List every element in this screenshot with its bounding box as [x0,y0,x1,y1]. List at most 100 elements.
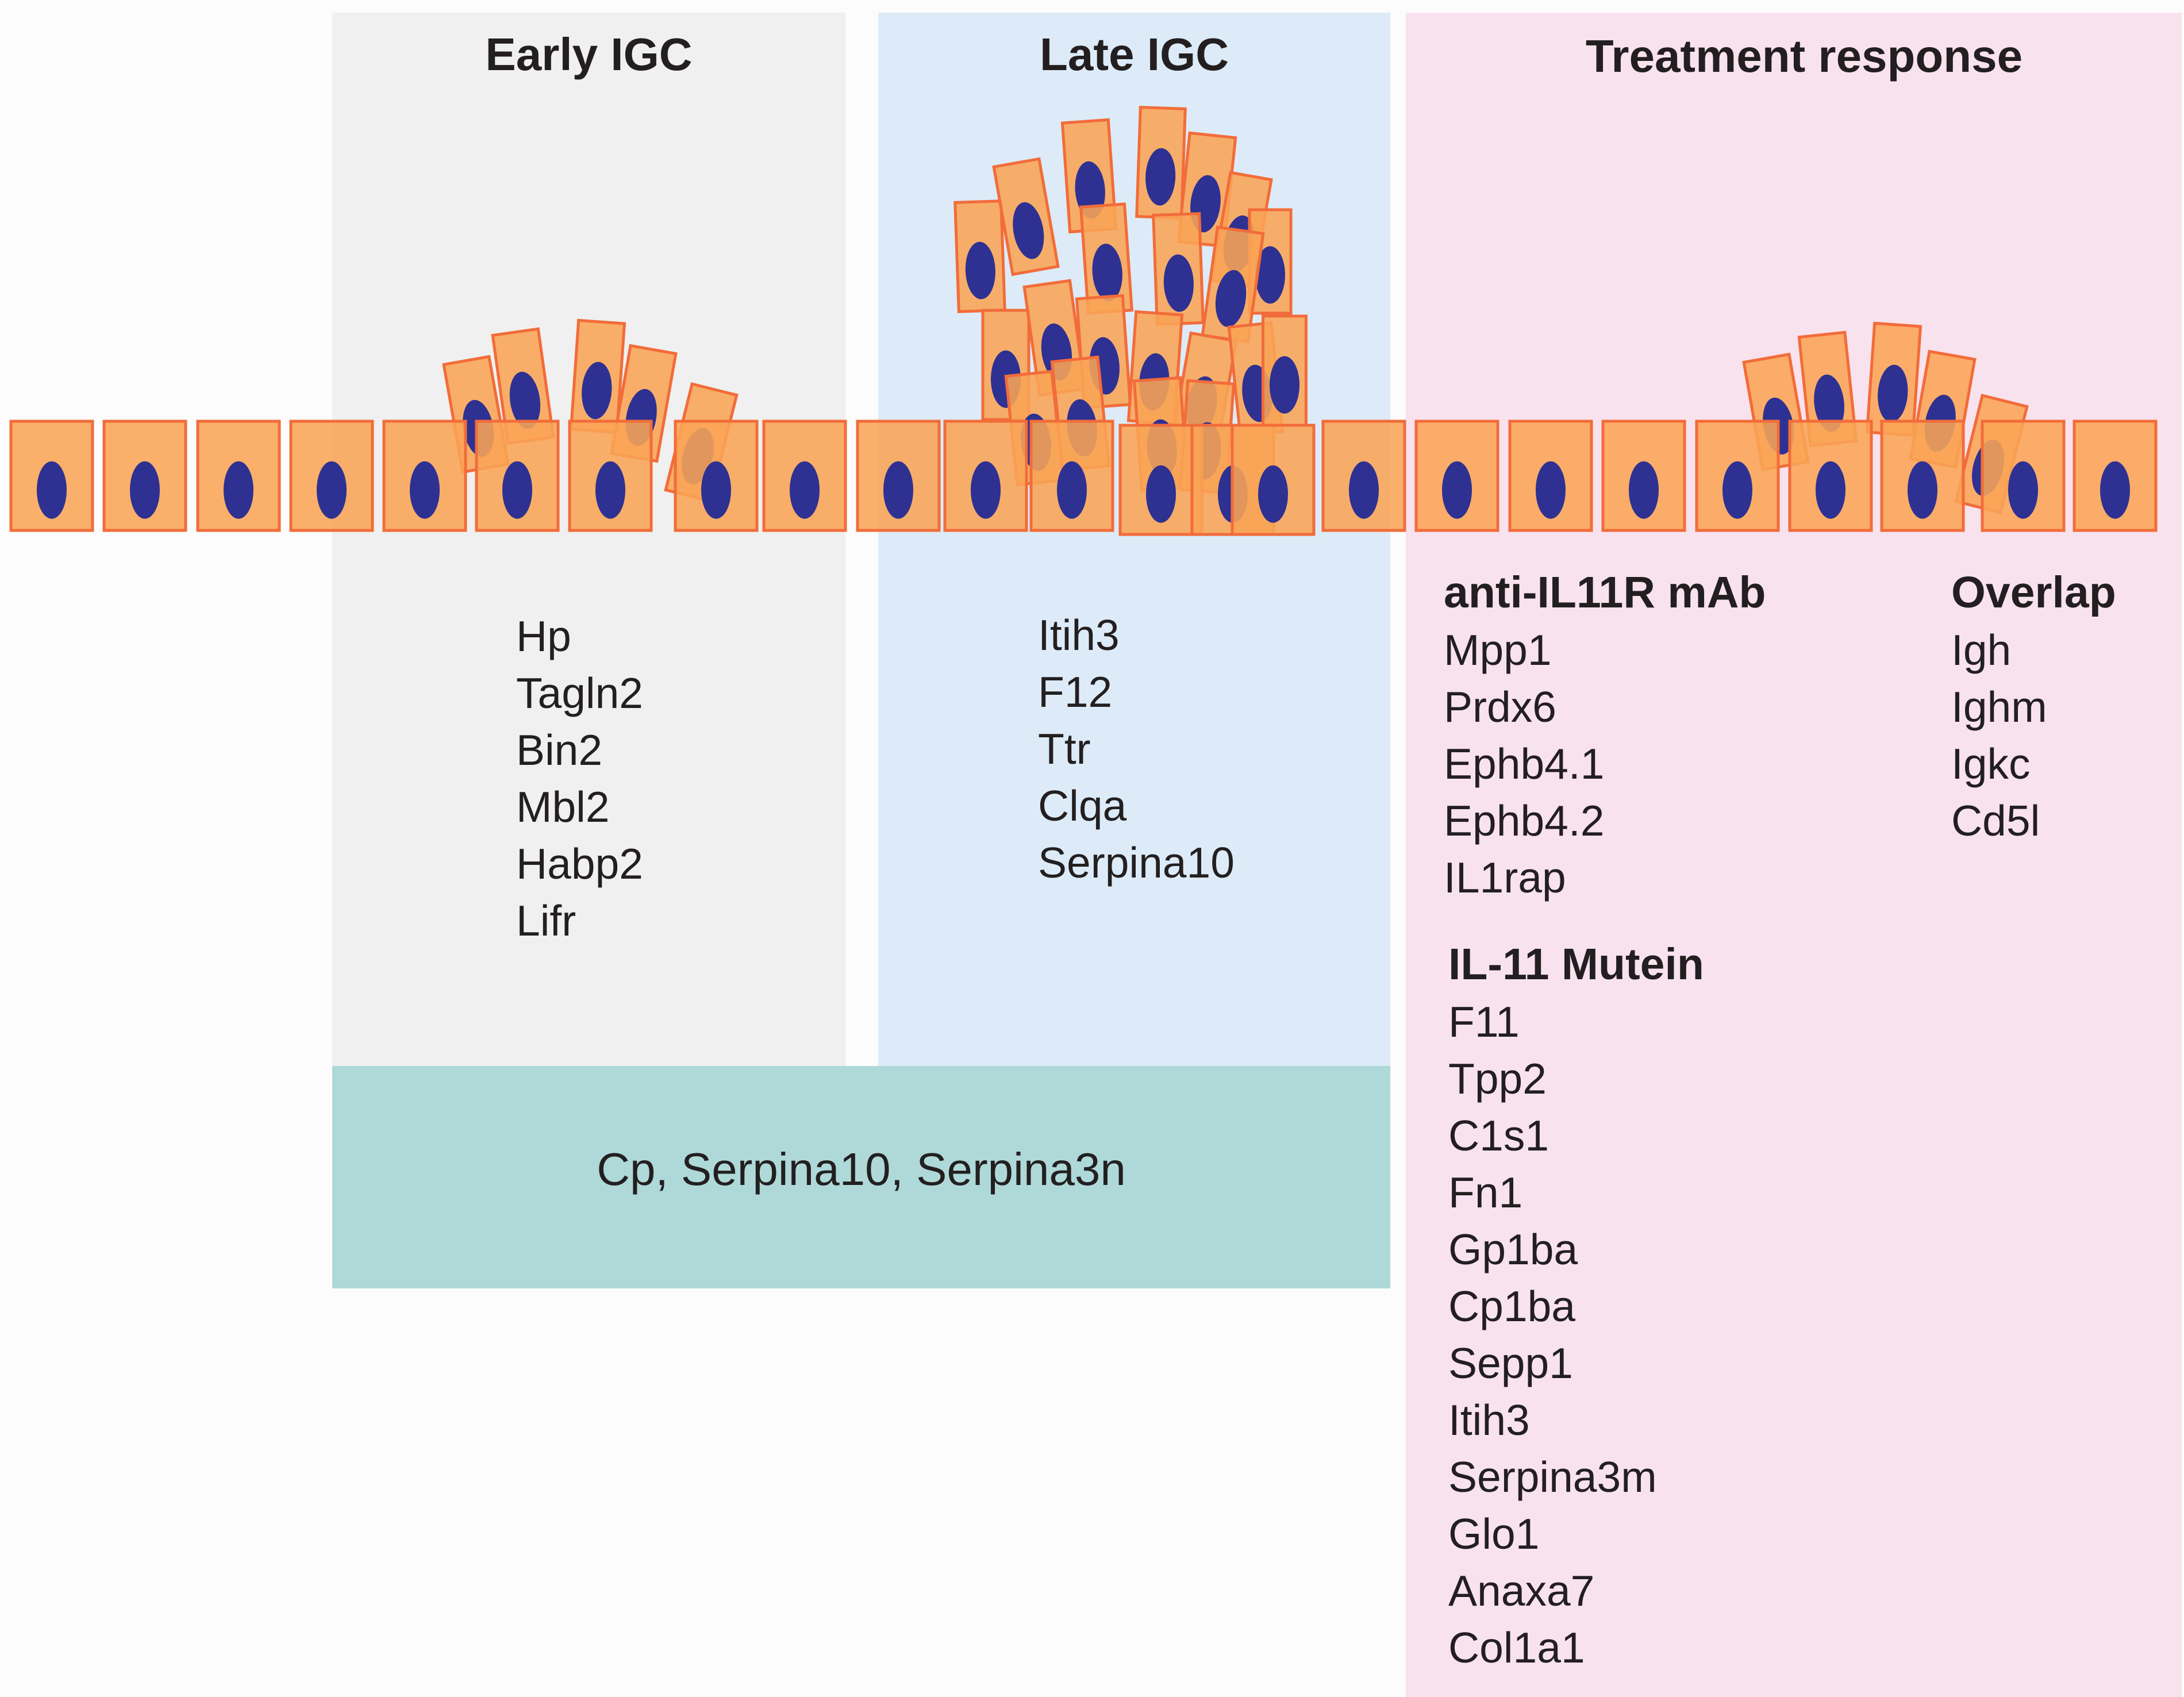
gene-item: Bin2 [516,726,603,774]
nucleus-icon [317,461,347,519]
overlap-gene-list: Igh Ighm Igkc Cd5l [1951,622,2047,849]
gene-item: Cd5l [1951,796,2040,845]
nucleus-icon [1258,465,1288,523]
gene-item: Fn1 [1448,1168,1523,1217]
gene-item: Tagln2 [516,669,644,717]
epithelial-cell-icon [196,420,281,532]
nucleus-icon [701,461,731,519]
epithelial-cell-icon [491,327,555,445]
epithelial-cell-icon [1865,321,1922,437]
nucleus-icon [2008,461,2038,519]
gene-item: Tpp2 [1448,1055,1547,1103]
gene-item: IL1rap [1444,853,1566,902]
epithelial-cell-icon [569,318,626,434]
shared-genes-box [332,1066,1390,1288]
early-igc-gene-list: Hp Tagln2 Bin2 Mbl2 Habp2 Lifr [516,608,643,949]
cell-layer [9,106,2158,536]
epithelial-cell-icon [475,420,560,532]
gene-item: Col1a1 [1448,1623,1585,1672]
treatment-response-panel [1406,13,2182,1697]
epithelial-cell-icon [992,157,1060,276]
epithelial-cell-icon [9,420,94,532]
gene-item: Prdx6 [1444,683,1556,731]
gene-item: Ephb4.1 [1444,740,1605,788]
nucleus-icon [1629,461,1659,519]
nucleus-icon [224,461,253,519]
gene-item: Ephb4.2 [1444,796,1605,845]
epithelial-cell-icon [102,420,187,532]
epithelial-cell-icon [568,420,653,532]
nucleus-icon [502,461,532,519]
shared-genes-label: Cp, Serpina10, Serpina3n [597,1144,1126,1195]
cell-body [762,420,847,532]
treatment-response-title: Treatment response [1585,30,2023,82]
nucleus-icon [1146,465,1176,523]
anti-il11r-gene-list: Mpp1 Prdx6 Ephb4.1 Ephb4.2 IL1rap [1444,622,1604,906]
nucleus-icon [1908,461,1937,519]
gene-item: F12 [1038,668,1113,716]
nucleus-icon [582,361,612,420]
epithelial-cell-icon [1695,420,1780,532]
epithelial-cell-icon [1152,212,1205,326]
gene-item: Serpina3m [1448,1453,1657,1501]
nucleus-icon [883,461,913,519]
nucleus-icon [1816,461,1845,519]
epithelial-cell-icon [943,420,1028,532]
nucleus-icon [1145,148,1176,206]
nucleus-icon [1349,461,1379,519]
epithelial-cell-icon [1797,330,1858,448]
gene-item: Serpina10 [1038,838,1235,887]
nucleus-icon [1270,356,1299,414]
nucleus-icon [790,461,820,519]
il11-mutein-heading: IL-11 Mutein [1448,940,1704,989]
epithelial-cell-icon [2073,420,2158,532]
epithelial-cell-icon [1601,420,1686,532]
nucleus-icon [2100,461,2130,519]
epithelial-cell-icon [289,420,374,532]
nucleus-icon [1255,246,1285,304]
gene-item: Cp1ba [1448,1282,1576,1330]
gene-item: Itih3 [1448,1396,1530,1444]
nucleus-icon [1442,461,1472,519]
gene-item: Igh [1951,626,2012,674]
gene-item: Igkc [1951,740,2031,788]
gene-item: Mpp1 [1444,626,1552,674]
nucleus-icon [595,461,625,519]
nucleus-icon [1215,270,1247,328]
gene-item: Gp1ba [1448,1225,1578,1273]
cell-body [943,420,1028,532]
epithelial-cell-icon [674,420,759,532]
epithelial-cell-icon [1118,424,1203,536]
nucleus-icon [1163,254,1194,312]
early-igc-title: Early IGC [485,29,693,80]
gene-item: Anaxa7 [1448,1567,1595,1615]
epithelial-cell-icon [1029,420,1114,532]
epithelial-cell-icon [953,199,1006,313]
nucleus-icon [1057,461,1087,519]
nucleus-icon [965,241,995,299]
epithelial-cell-icon [1880,420,1965,532]
epithelial-cell-icon [1262,314,1308,427]
gene-item: Ighm [1951,683,2047,731]
overlap-heading: Overlap [1951,568,2116,617]
nucleus-icon [1536,461,1566,519]
epithelial-cell-icon [382,420,467,532]
il11-mutein-gene-list: F11 Tpp2 C1s1 Fn1 Gp1ba Cp1ba Sepp1 Itih… [1448,994,1657,1676]
late-igc-gene-list: Itih3 F12 Ttr Clqa Serpina10 [1038,607,1235,891]
nucleus-icon [971,461,1001,519]
gene-item: Itih3 [1038,611,1120,659]
epithelial-cell-icon [762,420,847,532]
gene-item: Lifr [516,896,576,945]
gene-item: C1s1 [1448,1111,1549,1160]
gene-item: Habp2 [516,840,644,888]
epithelial-cell-icon [1231,424,1316,536]
late-igc-title: Late IGC [1040,29,1229,80]
anti-il11r-heading: anti-IL11R mAb [1444,568,1766,617]
nucleus-icon [1814,374,1844,432]
nucleus-icon [37,461,67,519]
epithelial-cell-icon [1201,225,1265,344]
epithelial-cell-icon [1414,420,1499,532]
nucleus-icon [1722,461,1752,519]
gene-item: Sepp1 [1448,1339,1573,1387]
nucleus-icon [1013,202,1044,259]
